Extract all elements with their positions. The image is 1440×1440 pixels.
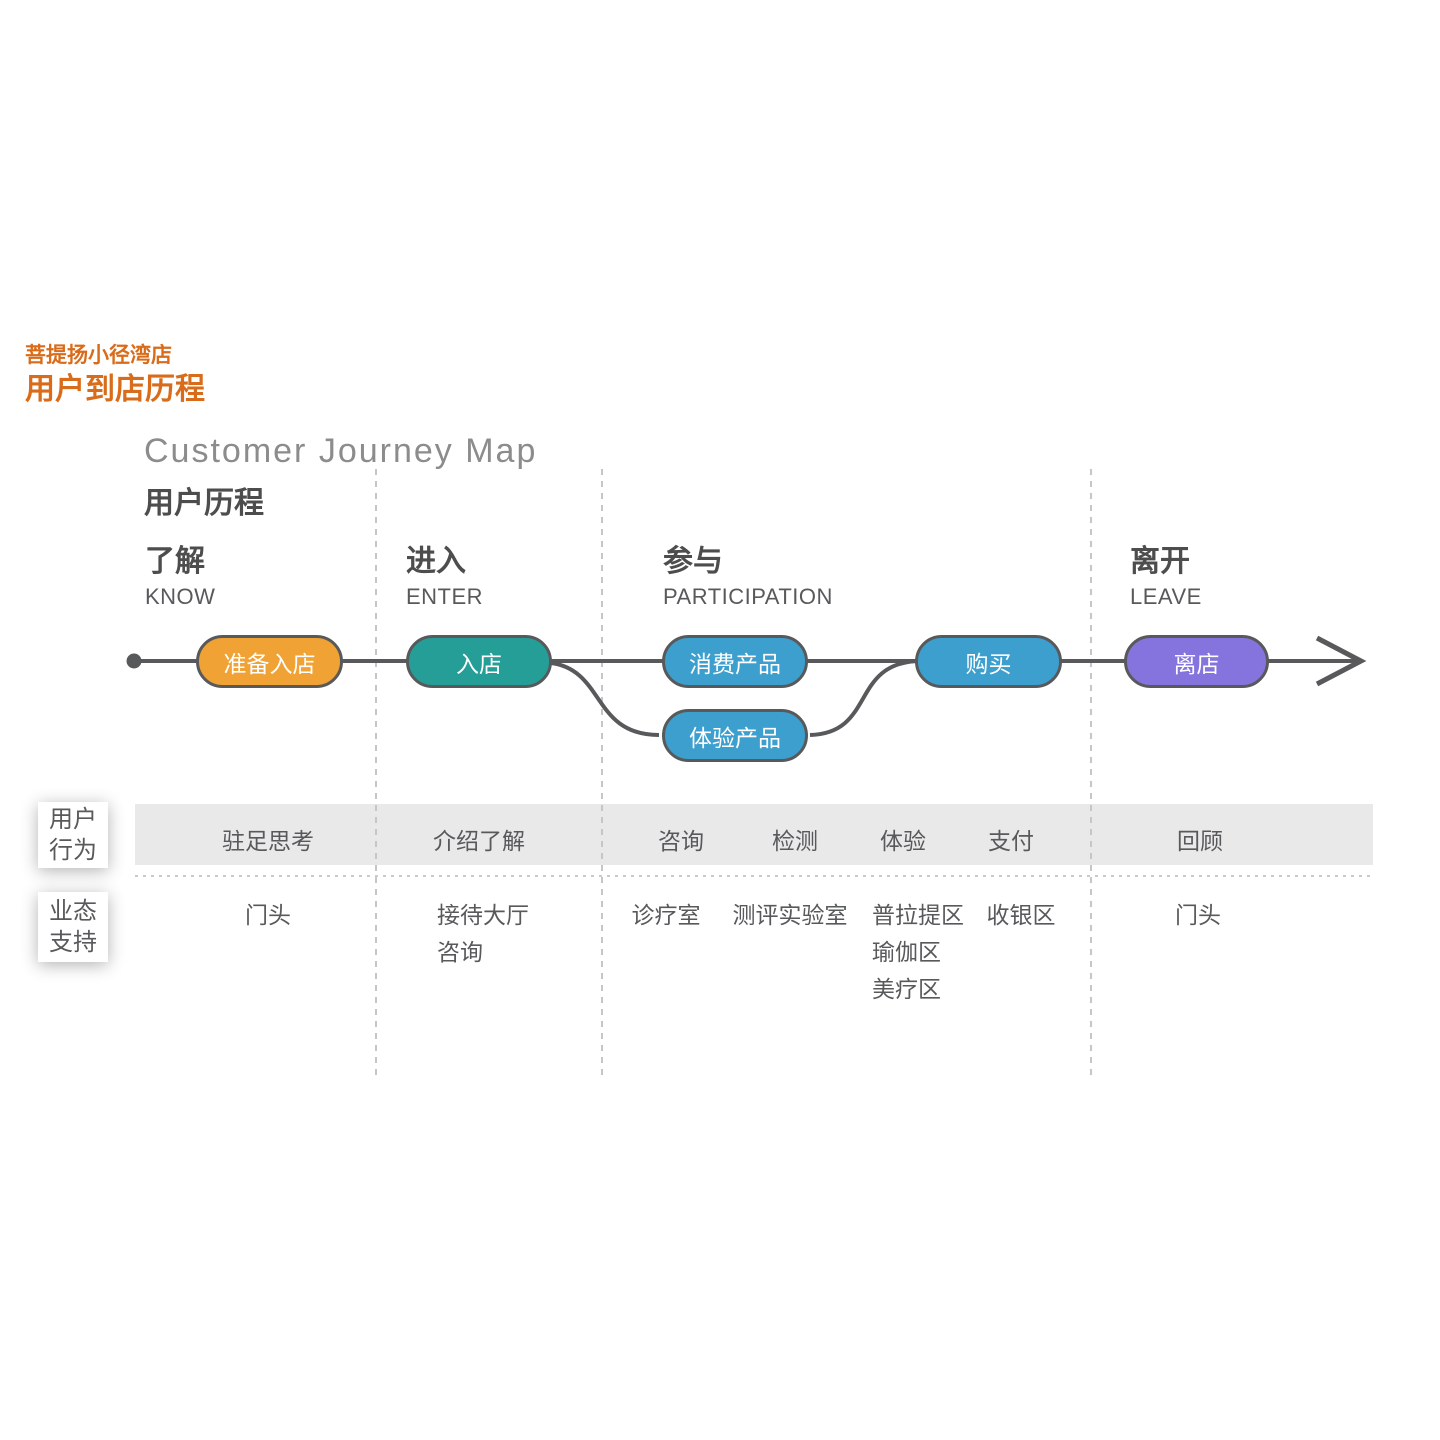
stage-participation-zh: 参与 <box>663 545 723 578</box>
support-item-testing-lab: 测评实验室 <box>732 902 848 928</box>
map-title-chinese: 用户历程 <box>144 487 264 520</box>
stage-separator-3 <box>1090 469 1092 1075</box>
journey-node-leave-store: 离店 <box>1124 635 1269 688</box>
behavior-item-pause-think: 驻足思考 <box>222 828 314 854</box>
row-label-user-behavior: 用户 行为 <box>38 802 108 868</box>
behavior-band <box>135 804 1373 865</box>
support-item-storefront-2: 门头 <box>1175 902 1221 928</box>
journey-branch-down-curve <box>550 661 660 737</box>
support-item-reception-hall: 接待大厅 咨询 <box>437 902 529 965</box>
page-title: 用户到店历程 <box>25 373 205 406</box>
stage-enter-zh: 进入 <box>406 545 466 578</box>
behavior-item-test: 检测 <box>772 828 818 854</box>
support-item-storefront-1: 门头 <box>245 902 291 928</box>
store-name: 菩提扬小径湾店 <box>25 344 172 367</box>
behavior-item-intro-learn: 介绍了解 <box>433 828 525 854</box>
journey-start-dot <box>126 653 142 669</box>
journey-node-prepare-enter: 准备入店 <box>196 635 343 688</box>
map-title-english: Customer Journey Map <box>144 432 538 470</box>
row-separator-dotted <box>135 875 1373 877</box>
stage-leave-en: LEAVE <box>1130 584 1202 609</box>
stage-know-en: KNOW <box>145 584 216 609</box>
journey-node-experience-product: 体验产品 <box>662 709 808 762</box>
stage-separator-2 <box>601 469 603 1075</box>
support-item-clinic-room: 诊疗室 <box>631 902 701 928</box>
stage-separator-1 <box>375 469 377 1075</box>
stage-leave-zh: 离开 <box>1130 545 1190 578</box>
stage-participation-en: PARTICIPATION <box>663 584 833 609</box>
behavior-item-pay: 支付 <box>988 828 1034 854</box>
journey-branch-up-curve <box>809 659 920 737</box>
behavior-item-consult: 咨询 <box>658 828 704 854</box>
support-item-cashier-area: 收银区 <box>986 902 1056 928</box>
journey-node-purchase: 购买 <box>915 635 1062 688</box>
support-item-activity-zones: 普拉提区 瑜伽区 美疗区 <box>872 902 964 1002</box>
journey-node-enter-store: 入店 <box>406 635 552 688</box>
journey-node-consume-product: 消费产品 <box>662 635 808 688</box>
row-label-business-support: 业态 支持 <box>38 892 108 962</box>
journey-arrowhead-icon <box>1315 635 1367 687</box>
stage-enter-en: ENTER <box>406 584 484 609</box>
stage-know-zh: 了解 <box>145 545 205 578</box>
behavior-item-experience: 体验 <box>880 828 926 854</box>
behavior-item-review: 回顾 <box>1177 828 1223 854</box>
